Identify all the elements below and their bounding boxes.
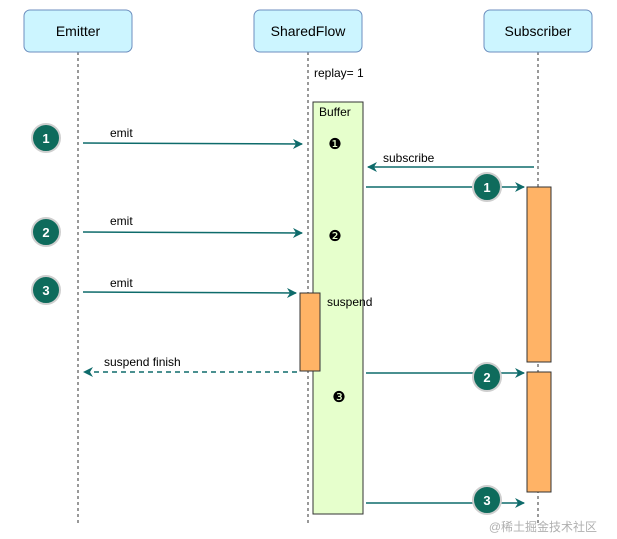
svg-text:3: 3 [483, 493, 490, 508]
buffer-slot-3: ❸ [332, 389, 345, 406]
emit-arrow-3 [82, 287, 297, 298]
sharedflow-header: SharedFlow [253, 9, 363, 53]
subscribe-label: subscribe [383, 151, 435, 165]
buffer-slot-1: ❶ [328, 136, 341, 153]
buffer-label: Buffer [319, 105, 351, 119]
emitter-title: Emitter [56, 23, 101, 39]
svg-text:1: 1 [42, 131, 49, 146]
emit-label-2: emit [110, 214, 133, 228]
emit-arrow-1 [82, 138, 303, 149]
subscriber-title: Subscriber [505, 23, 572, 39]
subscriber-activation-1 [526, 186, 552, 363]
emitter-header: Emitter [23, 9, 133, 53]
svg-text:2: 2 [483, 370, 490, 385]
subscriber-activation-2 [526, 371, 552, 493]
delivery-step-1: 1 [472, 172, 502, 202]
emit-label-3: emit [110, 276, 133, 290]
emit-label-1: emit [110, 126, 133, 140]
emit-step-3: 3 [31, 275, 61, 305]
svg-text:3: 3 [42, 283, 49, 298]
delivery-step-3: 3 [472, 485, 502, 515]
emit-step-2: 2 [31, 217, 61, 247]
svg-text:2: 2 [42, 225, 49, 240]
svg-text:1: 1 [483, 180, 490, 195]
subscriber-header: Subscriber [483, 9, 593, 53]
delivery-step-2: 2 [472, 362, 502, 392]
buffer-slot-2: ❷ [328, 228, 341, 245]
suspend-finish-label: suspend finish [104, 355, 181, 369]
suspend-label: suspend [327, 295, 372, 309]
replay-label: replay= 1 [314, 66, 364, 80]
sharedflow-suspend-activation [299, 292, 321, 372]
sharedflow-title: SharedFlow [271, 23, 347, 39]
emit-step-1: 1 [31, 123, 61, 153]
buffer-box [312, 101, 364, 515]
emit-arrow-2 [82, 227, 303, 238]
watermark: @稀土掘金技术社区 [489, 519, 597, 534]
